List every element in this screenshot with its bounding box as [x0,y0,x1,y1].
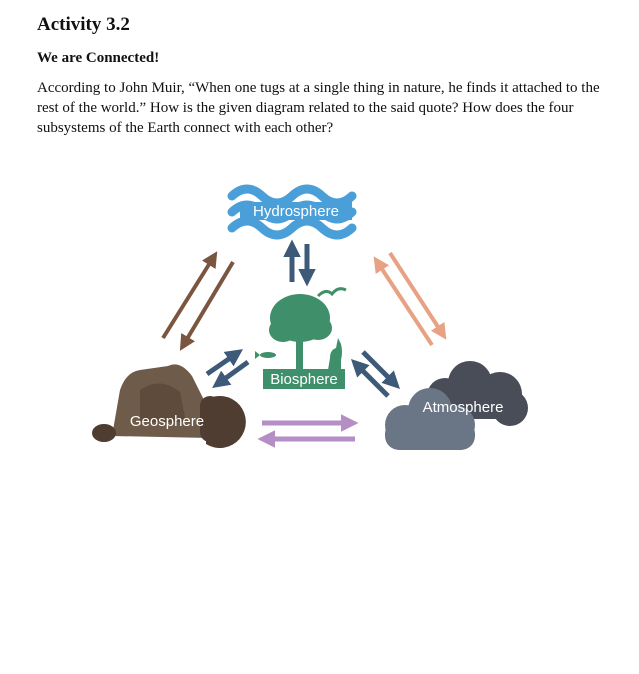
bird-icon [316,287,347,298]
hydrosphere-label: Hydrosphere [253,203,339,220]
activity-subtitle: We are Connected! [37,50,160,66]
deer-icon [328,338,342,370]
activity-title: Activity 3.2 [37,14,130,35]
activity-prompt: According to John Muir, “When one tugs a… [37,80,600,136]
atmosphere-label: Atmosphere [423,399,504,416]
fish-icon [260,352,276,358]
geosphere-node: Geosphere [92,364,246,448]
biosphere-node: Biosphere [255,287,347,389]
atmosphere-node: Atmosphere [385,361,528,450]
hydrosphere-node: Hydrosphere [227,184,357,240]
biosphere-label: Biosphere [270,371,338,388]
geosphere-label: Geosphere [130,413,204,430]
